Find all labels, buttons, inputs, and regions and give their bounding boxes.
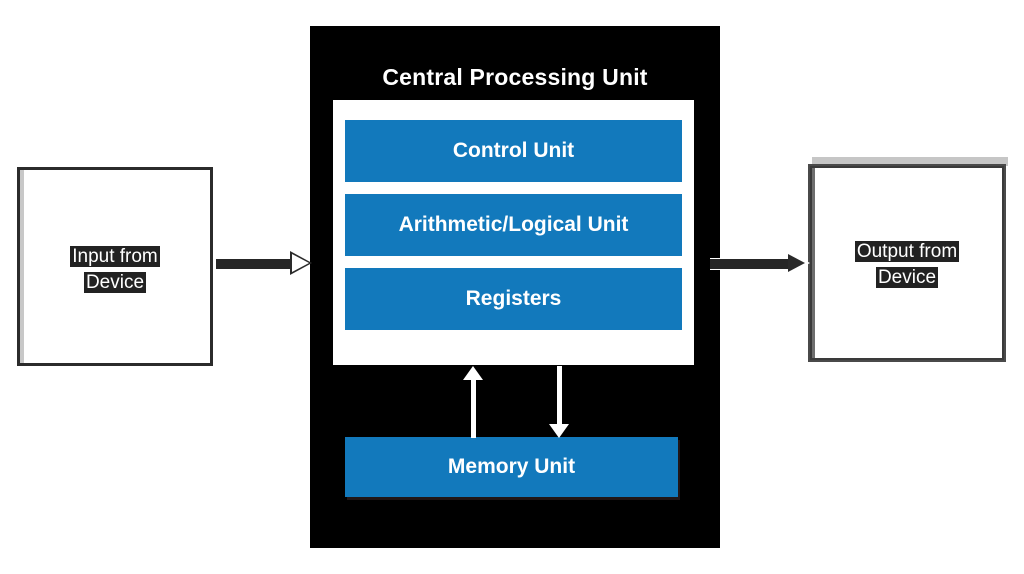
input-device-label-line2: Device [83, 271, 147, 293]
memory-unit-box[interactable]: Memory Unit [345, 437, 678, 497]
control-unit-box[interactable]: Control Unit [345, 120, 682, 182]
memory-unit-label: Memory Unit [447, 455, 576, 478]
registers-box[interactable]: Registers [345, 268, 682, 330]
arrow-shaft [710, 258, 792, 270]
output-device-top-shadow [812, 157, 1008, 166]
arrow-shaft [471, 378, 476, 438]
cpu-title: Central Processing Unit [382, 64, 648, 90]
output-device-box[interactable]: Output from Device [808, 164, 1006, 362]
input-device-label-line1: Input from [70, 246, 160, 267]
arrow-head-right [788, 254, 805, 272]
arrow-head-right [292, 254, 309, 272]
input-device-box[interactable]: Input from Device [17, 167, 213, 366]
arithmetic-logical-unit-label: Arithmetic/Logical Unit [398, 213, 629, 236]
registers-label: Registers [465, 287, 562, 310]
output-device-label-line2: Device [875, 266, 939, 288]
arrow-shaft [216, 258, 294, 270]
control-unit-label: Control Unit [452, 139, 575, 162]
arrow-head-up [463, 366, 483, 380]
output-device-label-line1: Output from [854, 241, 960, 262]
input-device-label: Input from Device [20, 244, 210, 295]
arrow-head-down [549, 424, 569, 438]
input-to-cpu-arrow-icon [216, 250, 312, 276]
arrow-shaft [557, 366, 562, 424]
output-device-label: Output from Device [812, 239, 1002, 290]
cpu-to-output-arrow-icon [710, 250, 816, 276]
arithmetic-logical-unit-box[interactable]: Arithmetic/Logical Unit [345, 194, 682, 256]
memory-to-cpu-arrow-icon [463, 366, 484, 438]
cpu-to-memory-arrow-icon [549, 366, 570, 438]
